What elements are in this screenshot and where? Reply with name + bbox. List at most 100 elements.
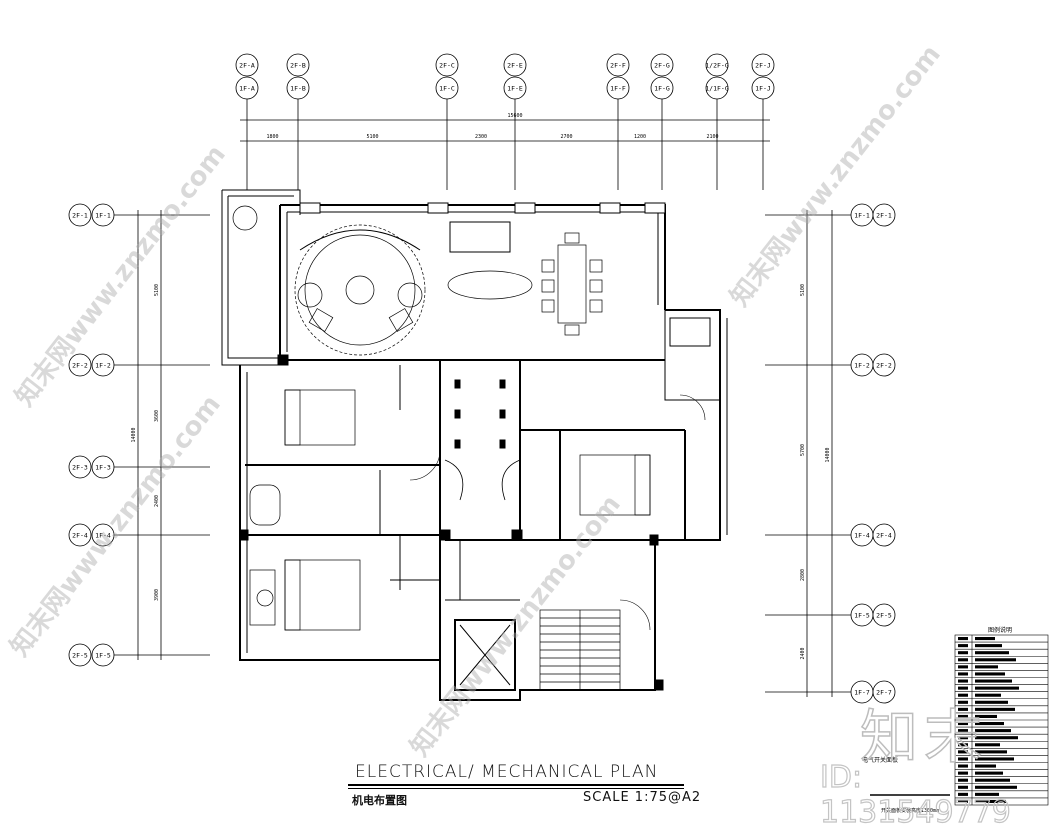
grid-bubble-top [751, 53, 775, 77]
grid-bubble-right-label: 1F-4 [854, 532, 870, 540]
grid-bubble-right-label: 1F-7 [854, 689, 870, 697]
title-underline [348, 784, 684, 786]
legend-symbol-icon [958, 644, 968, 648]
legend-symbol-icon [958, 686, 968, 690]
grid-bubble-left [68, 203, 92, 227]
legend-symbol-icon [958, 799, 968, 803]
grid-bubble-right-label: 2F-5 [876, 612, 892, 620]
legend-description-glyphs [975, 785, 1017, 789]
drawing-subtitle: 机电布置图 [352, 794, 407, 807]
grid-bubble-left-label: 2F-1 [72, 212, 88, 220]
legend-symbol-icon [958, 771, 968, 775]
grid-bubble-right [872, 203, 896, 227]
grid-bubble-left-label: 2F-4 [72, 532, 88, 540]
grid-bubble-right-label: 1F-2 [854, 362, 870, 370]
dimension-text: 14000 [825, 447, 831, 462]
watermark-id: ID: 1131549779 [819, 759, 1011, 830]
grid-bubble-right-label: 1F-5 [854, 612, 870, 620]
grid-lines: 2F-A1F-A2F-B1F-B2F-C1F-C2F-E1F-E2F-F1F-F… [68, 53, 896, 704]
legend-description-glyphs [975, 644, 1002, 648]
grid-bubble-left-label: 2F-3 [72, 464, 88, 472]
grid-bubble-right [872, 680, 896, 704]
grid-bubble-left-label: 1F-5 [95, 652, 111, 660]
legend-description-glyphs [975, 764, 996, 768]
legend-description-glyphs [975, 792, 999, 796]
dimension-text: 3600 [154, 410, 160, 422]
legend-symbol-icon [958, 757, 968, 761]
legend-symbol-icon [958, 743, 968, 747]
grid-bubble-right [872, 353, 896, 377]
grid-bubble-top-label: 2F-B [290, 62, 306, 70]
grid-bubble-top-label: 1F-J [755, 85, 771, 93]
legend-symbol-icon [958, 637, 968, 641]
dimension-text: 2300 [475, 134, 487, 140]
legend-symbol-icon [958, 736, 968, 740]
legend-symbol-icon [958, 785, 968, 789]
grid-bubble-left-label: 2F-2 [72, 362, 88, 370]
legend-symbol-icon [958, 672, 968, 676]
drawing-title: ELECTRICAL/ MECHANICAL PLAN [355, 762, 659, 782]
grid-bubble-top-label: 1F-A [239, 85, 255, 93]
grid-bubble-left [68, 353, 92, 377]
legend-description-glyphs [975, 771, 1003, 775]
grid-bubble-top-label: 1F-C [439, 85, 455, 93]
dimension-text: 2800 [800, 569, 806, 581]
legend-description-glyphs [975, 736, 1018, 740]
dimension-text: 5100 [154, 284, 160, 296]
grid-bubble-top [705, 53, 729, 77]
grid-bubble-top [435, 53, 459, 77]
legend-symbol-icon [958, 722, 968, 726]
grid-bubble-right [872, 523, 896, 547]
dimension-text: 1800 [266, 134, 278, 140]
grid-bubble-top-label: 2F-A [239, 62, 255, 70]
grid-bubble-left [68, 643, 92, 667]
grid-bubble-top-label: 1F-F [610, 85, 626, 93]
dimension-text: 2400 [800, 647, 806, 659]
legend-title: 图例说明 [988, 626, 1012, 634]
legend-symbol-icon [958, 729, 968, 733]
legend-description-glyphs [975, 679, 1012, 683]
dimension-text: 5100 [366, 134, 378, 140]
legend-description-glyphs [975, 714, 997, 718]
legend-symbol-icon [958, 792, 968, 796]
grid-bubble-top-label: 2F-G [654, 62, 670, 70]
grid-bubble-right-label: 2F-4 [876, 532, 892, 540]
legend-description-glyphs [975, 757, 1014, 761]
legend-symbol-icon [958, 651, 968, 655]
legend-description-glyphs [975, 686, 1019, 690]
legend-description-glyphs [975, 799, 1006, 803]
dimension-text: 5100 [800, 284, 806, 296]
dimension-text: 2400 [154, 495, 160, 507]
title-underline-thin [348, 788, 684, 789]
grid-bubble-top-label: 1/2F-G [705, 62, 729, 70]
grid-bubble-top-label: 2F-J [755, 62, 771, 70]
grid-bubble-left [68, 523, 92, 547]
legend-symbol-icon [958, 665, 968, 669]
grid-bubble-right-label: 2F-1 [876, 212, 892, 220]
legend-symbol-icon [958, 658, 968, 662]
grid-bubble-right-label: 2F-7 [876, 689, 892, 697]
legend-note-title: 电气开关面板 [862, 756, 898, 764]
legend-description-glyphs [975, 707, 1015, 711]
grid-bubble-right-label: 1F-1 [854, 212, 870, 220]
grid-bubble-top [650, 53, 674, 77]
grid-bubble-top-label: 2F-E [507, 62, 523, 70]
legend-symbol-icon [958, 764, 968, 768]
legend-description-glyphs [975, 637, 995, 641]
legend-symbol-icon [958, 778, 968, 782]
legend-symbol-icon [958, 700, 968, 704]
grid-bubble-top-label: 2F-C [439, 62, 455, 70]
dimension-text: 2100 [706, 134, 718, 140]
legend-note: 开关面板安装高度1300mm [881, 807, 939, 814]
dimension-text: 2700 [560, 134, 572, 140]
watermark-brand: 知末 [859, 702, 989, 772]
grid-bubble-top-label: 1F-E [507, 85, 523, 93]
grid-bubble-left [68, 455, 92, 479]
grid-bubble-top-label: 1F-B [290, 85, 306, 93]
dimension-text: 14000 [131, 427, 137, 442]
legend-symbol-icon [958, 693, 968, 697]
drawing-scale: SCALE 1:75@A2 [583, 790, 702, 805]
legend-description-glyphs [975, 658, 1016, 662]
